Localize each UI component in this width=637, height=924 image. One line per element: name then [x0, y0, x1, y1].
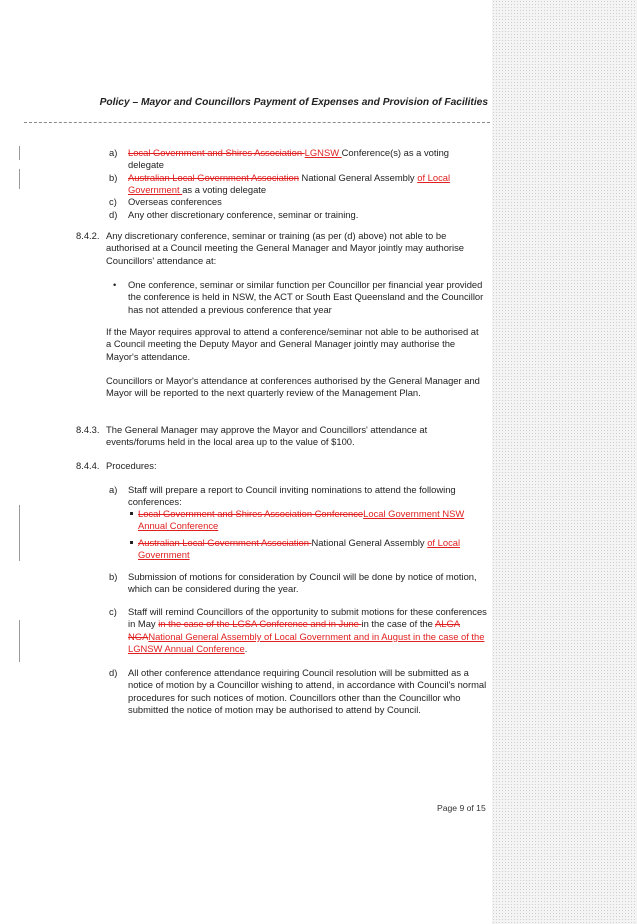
- page-header-title: Policy – Mayor and Councillors Payment o…: [99, 97, 488, 108]
- list-item-overseas: Overseas conferences: [128, 196, 222, 207]
- list-item-alga: Australian Local Government Association …: [128, 172, 470, 197]
- inserted-text: of Local Government: [138, 537, 461, 561]
- deleted-text: Local Government and Shires Association …: [138, 508, 364, 519]
- inserted-text: of Local Government: [128, 172, 451, 196]
- deleted-text: ALGA NGA: [128, 618, 460, 642]
- section-number: 8.4.3.: [76, 424, 100, 435]
- deleted-text: Australian Local Government Association: [138, 537, 312, 548]
- item-text: in the case of the: [361, 618, 435, 630]
- change-bar: [19, 505, 20, 561]
- procedure-b-text: Submission of motions for consideration …: [128, 571, 477, 595]
- procedure-a-text: Staff will prepare a report to Council i…: [128, 484, 456, 508]
- square-bullet-icon: [130, 541, 133, 544]
- square-bullet-icon: [130, 512, 133, 515]
- item-text: Conference(s) as a voting delegate: [128, 147, 450, 171]
- deleted-text: Australian Local Government Association: [128, 172, 299, 183]
- list-label: d): [109, 667, 118, 678]
- change-bar: [19, 146, 20, 160]
- section-number: 8.4.2.: [76, 230, 100, 241]
- list-label: a): [109, 484, 118, 495]
- comment-margin-pane: [492, 0, 637, 924]
- section-843-text: The General Manager may approve the Mayo…: [106, 424, 428, 448]
- procedure-a-sub-1: Local Government and Shires Association …: [138, 508, 483, 533]
- item-text: National General Assembly: [311, 537, 428, 548]
- inserted-text: LGNSW: [304, 147, 342, 158]
- item-text: as a voting delegate: [182, 184, 267, 196]
- section-842-intro: Any discretionary conference, seminar or…: [106, 230, 465, 266]
- item-text: .: [244, 643, 248, 655]
- item-text: National General Assembly: [298, 172, 418, 183]
- inserted-text: National General Assembly of Local Gover…: [128, 630, 485, 655]
- section-842-bullet-text: One conference, seminar or similar funct…: [128, 279, 484, 315]
- list-label: c): [109, 606, 117, 617]
- inserted-text: Local Government NSW Annual Conference: [138, 508, 465, 532]
- procedure-c-text: Staff will remind Councillors of the opp…: [128, 606, 488, 656]
- page-number: Page 9 of 15: [437, 803, 486, 813]
- section-842-paragraph-3: Councillors or Mayor's attendance at con…: [106, 375, 480, 399]
- list-label: c): [109, 196, 117, 207]
- section-842-paragraph-2: If the Mayor requires approval to attend…: [106, 326, 479, 362]
- procedure-d-text: All other conference attendance requirin…: [128, 667, 487, 716]
- change-bar: [19, 620, 20, 662]
- change-bar: [19, 169, 20, 189]
- header-rule: [24, 122, 490, 123]
- section-844-title: Procedures:: [106, 460, 157, 471]
- list-label: b): [109, 172, 118, 183]
- list-item-lgnsw: Local Government and Shires Association …: [128, 147, 463, 172]
- deleted-text: Local Government and Shires Association: [128, 147, 305, 158]
- list-item-other: Any other discretionary conference, semi…: [128, 209, 359, 220]
- bullet-icon: •: [113, 279, 117, 290]
- list-label: d): [109, 209, 118, 220]
- deleted-text: in the case of the LGSA Conference and i…: [158, 618, 362, 630]
- procedure-a-sub-2: Australian Local Government Association …: [138, 537, 483, 562]
- list-label: a): [109, 147, 118, 158]
- item-text: Staff will remind Councillors of the opp…: [128, 606, 487, 630]
- list-label: b): [109, 571, 118, 582]
- section-number: 8.4.4.: [76, 460, 100, 471]
